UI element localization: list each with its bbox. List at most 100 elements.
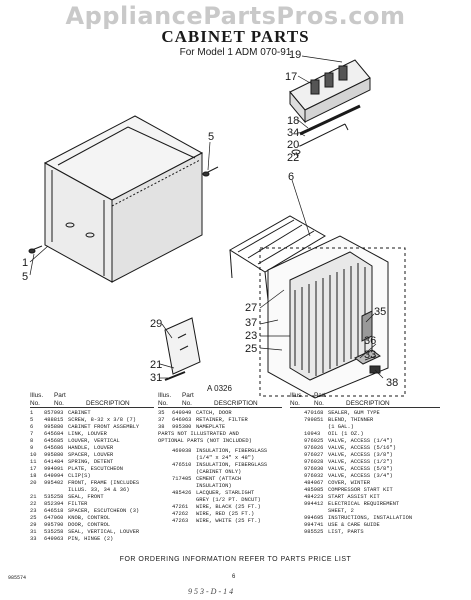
cell-illus: 11: [30, 459, 37, 465]
callout-27: 27: [245, 302, 258, 314]
cell-desc: VALVE, ACCESS (3/8"): [328, 452, 393, 458]
cell-desc: GREY (1/2 PT. DNCUT): [196, 497, 261, 503]
cell-illus: [158, 504, 172, 511]
cell-part: 484067: [304, 480, 324, 486]
cell-desc: LOUVER, VERTICAL: [68, 438, 120, 444]
callout-37: 37: [245, 317, 258, 329]
table-row: (1 GAL.): [290, 424, 440, 431]
header-part: Part: [54, 392, 66, 399]
cell-part: 470168: [304, 410, 324, 416]
cell-desc: NAMEPLATE: [196, 424, 226, 430]
cell-illus: [30, 487, 44, 494]
cell-illus: 5: [30, 417, 34, 423]
cell-part: 645685: [44, 438, 64, 444]
table-row: 976027 VALVE, ACCESS (3/8"): [290, 452, 440, 459]
cell-illus: [290, 494, 304, 501]
cell-illus: 35: [158, 410, 165, 416]
cell-illus: [290, 501, 304, 508]
cell-part: 47262: [172, 511, 189, 517]
cell-illus: [158, 483, 172, 490]
cell-desc: SCREW, 8-32 x 3/8 (7): [68, 417, 136, 423]
header-description: DESCRIPTION: [346, 399, 390, 407]
cell-illus: 22: [30, 501, 37, 507]
cell-illus: [290, 480, 304, 487]
cell-desc: CLIP(S): [68, 473, 91, 479]
cell-illus: 6: [30, 424, 34, 430]
screw-drawing: [28, 166, 219, 254]
page-title: CABINET PARTS: [161, 27, 310, 46]
cell-desc: KNOB, CONTROL: [68, 515, 111, 521]
cell-illus: [290, 529, 304, 536]
cell-illus: [290, 515, 304, 522]
cell-part: [44, 487, 68, 494]
handwritten-note: 9 5 3 - D - 1 4: [188, 587, 234, 596]
cell-part: 994695: [304, 515, 324, 521]
cell-part: 10943: [304, 431, 321, 437]
cell-illus: 10: [30, 452, 37, 458]
cell-illus: [158, 455, 172, 462]
callout-1: 1: [22, 257, 29, 269]
table-row: SHEET, 2: [290, 508, 440, 515]
cell-part: 994741: [304, 522, 324, 528]
cell-part: 649949: [172, 410, 192, 416]
cell-desc: PLATE, ESCUTCHEON: [68, 466, 123, 472]
cell-illus: [158, 490, 172, 497]
cell-part: 994412: [304, 501, 324, 507]
cell-desc: SPRING, DETENT: [68, 459, 114, 465]
not-illustrated-note-line-2: OPTIONAL PARTS (NOT INCLUDED): [158, 438, 252, 444]
cell-desc: COMPRESSOR START KIT: [328, 487, 393, 493]
figure-id: A 0326: [207, 384, 232, 393]
cell-part: 976026: [304, 445, 324, 451]
table-row: 35 649949 CATCH, DOOR: [158, 410, 282, 417]
table-row: (1/4" x 24" x 48"): [158, 455, 282, 462]
cell-illus: [158, 476, 172, 483]
cell-part: 995790: [44, 522, 64, 528]
cell-part: [172, 483, 196, 490]
cell-desc: LINK, LOUVER: [68, 431, 107, 437]
header-description: DESCRIPTION: [86, 399, 130, 407]
cell-desc: CATCH, DOOR: [196, 410, 232, 416]
cell-desc: RETAINER, FILTER: [196, 417, 248, 423]
cell-part: 976027: [304, 452, 324, 458]
cell-desc: INSULATION, FIBERGLASS: [196, 462, 268, 468]
column-header: Illus.Part No.No.DESCRIPTION: [290, 392, 440, 408]
callout-19: 19: [289, 49, 302, 61]
cell-illus: [290, 431, 304, 438]
cell-desc: WIRE, BLACK (25 FT.): [196, 504, 261, 510]
cell-part: 976028: [304, 459, 324, 465]
cell-desc: ELECTRICAL REQUIREMENT: [328, 501, 400, 507]
callout-5-bottom: 5: [22, 271, 29, 283]
cabinet-drawing: [43, 115, 204, 283]
cell-part: 646963: [172, 417, 192, 423]
assembly-outline: [259, 247, 406, 397]
cell-illus: [158, 448, 172, 455]
cell-illus: [290, 410, 304, 417]
cell-part: 995402: [44, 480, 64, 486]
callout-6: 6: [288, 171, 295, 183]
cell-illus: [290, 508, 304, 515]
cell-part: 645686: [44, 445, 64, 451]
header-no: No.: [290, 399, 300, 407]
cell-desc: SPACER, ESCUTCHEON (3): [68, 508, 140, 514]
cell-part: 485985: [304, 487, 324, 493]
